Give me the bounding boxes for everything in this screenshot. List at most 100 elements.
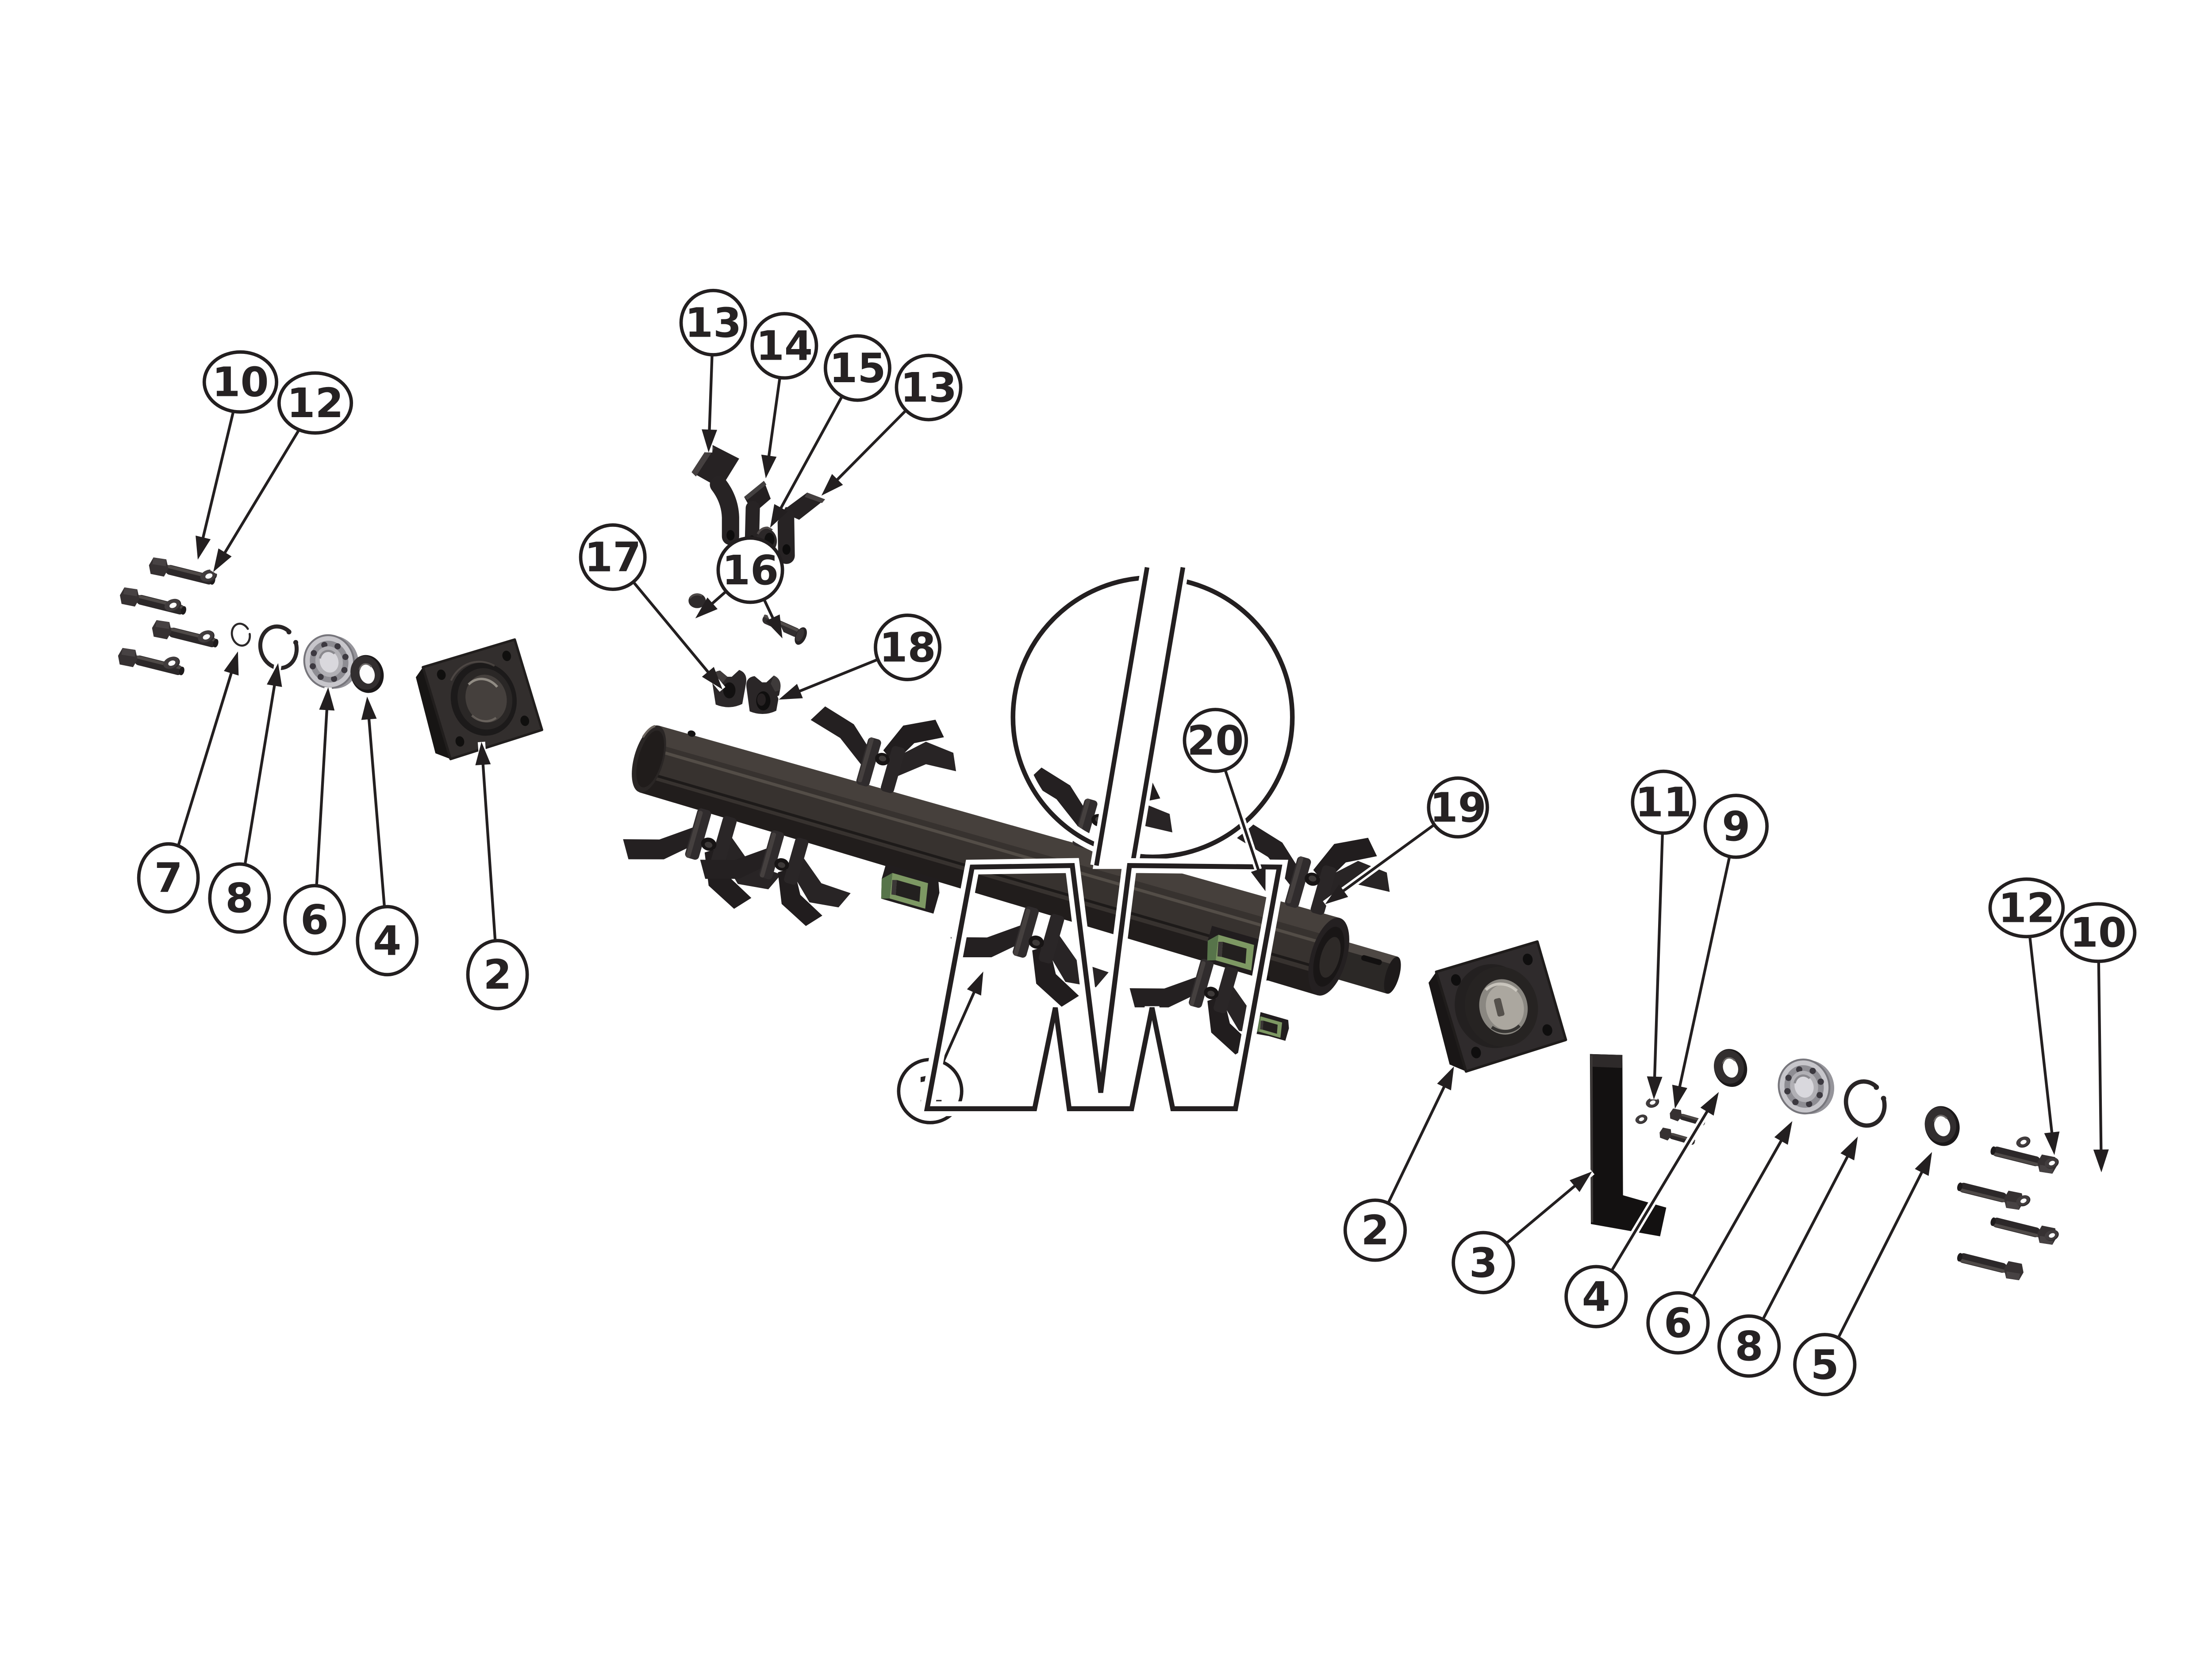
- callout-balloon: [1988, 877, 2065, 939]
- leader-line: [315, 701, 329, 886]
- leader-line: [830, 409, 907, 487]
- callout-17: 17: [579, 523, 726, 692]
- leader-arrowhead: [267, 663, 282, 687]
- callout-number: 2: [484, 951, 512, 998]
- loose-blades-group: [691, 444, 826, 564]
- leader-line: [1224, 769, 1263, 879]
- callout-11: 11: [1631, 769, 1696, 1100]
- logo-m-outline: [924, 863, 1283, 1111]
- leader-line: [219, 429, 300, 561]
- leader-arrowhead: [702, 667, 723, 690]
- leader-arrowhead: [196, 535, 211, 560]
- callout-10: 10: [194, 350, 279, 561]
- callout-balloon: [466, 939, 529, 1010]
- callout-balloon: [202, 350, 279, 414]
- leader-line: [775, 395, 844, 517]
- callout-number: 15: [829, 344, 886, 392]
- callout-number: 11: [1635, 778, 1692, 826]
- callout-balloon: [1564, 1265, 1628, 1328]
- leader-line: [243, 676, 277, 865]
- callout-2: 2: [1343, 1065, 1458, 1262]
- callout-balloon: [208, 862, 271, 934]
- leader-arrowhead: [1915, 1152, 1932, 1176]
- callout-balloon: [895, 353, 963, 422]
- callout-15: 15: [767, 334, 891, 530]
- leader-arrowhead: [213, 548, 232, 572]
- callout-6: 6: [1646, 1119, 1796, 1355]
- leader-arrowhead: [702, 429, 718, 453]
- callout-number: 4: [373, 917, 401, 964]
- bearing-flange-right: [1429, 940, 1567, 1073]
- leader-line: [367, 710, 386, 907]
- leader-arrowhead: [1774, 1121, 1793, 1145]
- callout-balloon: [137, 842, 200, 914]
- callout-balloon: [1717, 1314, 1781, 1378]
- callout-balloon: [1646, 1291, 1710, 1355]
- clamp-half-18: [746, 675, 781, 714]
- callout-14: 14: [750, 312, 818, 479]
- leader-line: [1505, 1179, 1583, 1245]
- leader-arrowhead: [1325, 884, 1348, 904]
- leader-line: [1691, 1132, 1787, 1298]
- callout-18: 18: [777, 614, 942, 703]
- leader-arrowhead: [223, 651, 239, 676]
- callout-balloon: [2060, 902, 2137, 963]
- callout-16: 16: [693, 536, 786, 640]
- leader-arrowhead: [1437, 1066, 1454, 1090]
- callout-number: 4: [1582, 1273, 1610, 1320]
- callout-4: 4: [1564, 1090, 1722, 1328]
- callout-9: 9: [1671, 794, 1769, 1110]
- callout-3: 3: [1452, 1168, 1595, 1294]
- leader-line: [1335, 823, 1435, 898]
- callout-2: 2: [466, 741, 529, 1010]
- leader-line: [1610, 1103, 1713, 1272]
- callout-number: 3: [1469, 1239, 1498, 1286]
- callout-8: 8: [208, 662, 282, 934]
- callout-number: 14: [756, 322, 813, 370]
- leader-line: [2097, 961, 2103, 1159]
- callout-balloon: [579, 523, 647, 591]
- callout-number: 8: [1735, 1322, 1763, 1370]
- callout-19: 19: [1323, 776, 1489, 907]
- callout-number: 20: [1187, 717, 1244, 764]
- callout-12: 12: [1988, 877, 2065, 1156]
- callout-number: 10: [212, 358, 269, 406]
- callout-4: 4: [356, 696, 419, 977]
- logo-m-watermark: [918, 858, 1288, 1117]
- leader-line: [1386, 1078, 1450, 1204]
- callout-number: 6: [300, 896, 329, 944]
- l-bracket: [1590, 1054, 1667, 1236]
- callout-balloon: [679, 288, 747, 357]
- leader-arrowhead: [765, 614, 783, 639]
- callout-13: 13: [818, 353, 963, 499]
- leader-arrowhead: [779, 683, 803, 700]
- logo-circle-watermark: [1005, 564, 1300, 869]
- leader-line: [481, 755, 497, 941]
- callout-number: 19: [1429, 783, 1486, 831]
- callout-number: 16: [722, 546, 779, 594]
- callout-8: 8: [1717, 1135, 1861, 1378]
- callout-balloon: [1631, 769, 1696, 835]
- callout-number: 17: [584, 533, 641, 581]
- callout-6: 6: [283, 687, 346, 955]
- callout-number: 7: [154, 854, 183, 902]
- callout-balloon: [283, 884, 346, 955]
- logo-slash-band: [1092, 564, 1187, 869]
- leader-arrowhead: [361, 696, 377, 720]
- leader-arrowhead: [1840, 1136, 1858, 1161]
- leader-line: [2028, 936, 2055, 1142]
- leader-arrowhead: [319, 687, 335, 711]
- leader-arrowhead: [475, 742, 491, 766]
- callout-10: 10: [2060, 902, 2137, 1173]
- leader-arrowhead: [1672, 1085, 1687, 1109]
- callout-number: 8: [225, 874, 253, 922]
- callout-13: 13: [679, 288, 747, 453]
- callout-balloon: [1703, 794, 1769, 859]
- callout-number: 5: [1811, 1341, 1839, 1389]
- callout-number: 6: [1664, 1299, 1692, 1347]
- callout-number: 13: [685, 299, 741, 346]
- leader-line: [941, 983, 979, 1063]
